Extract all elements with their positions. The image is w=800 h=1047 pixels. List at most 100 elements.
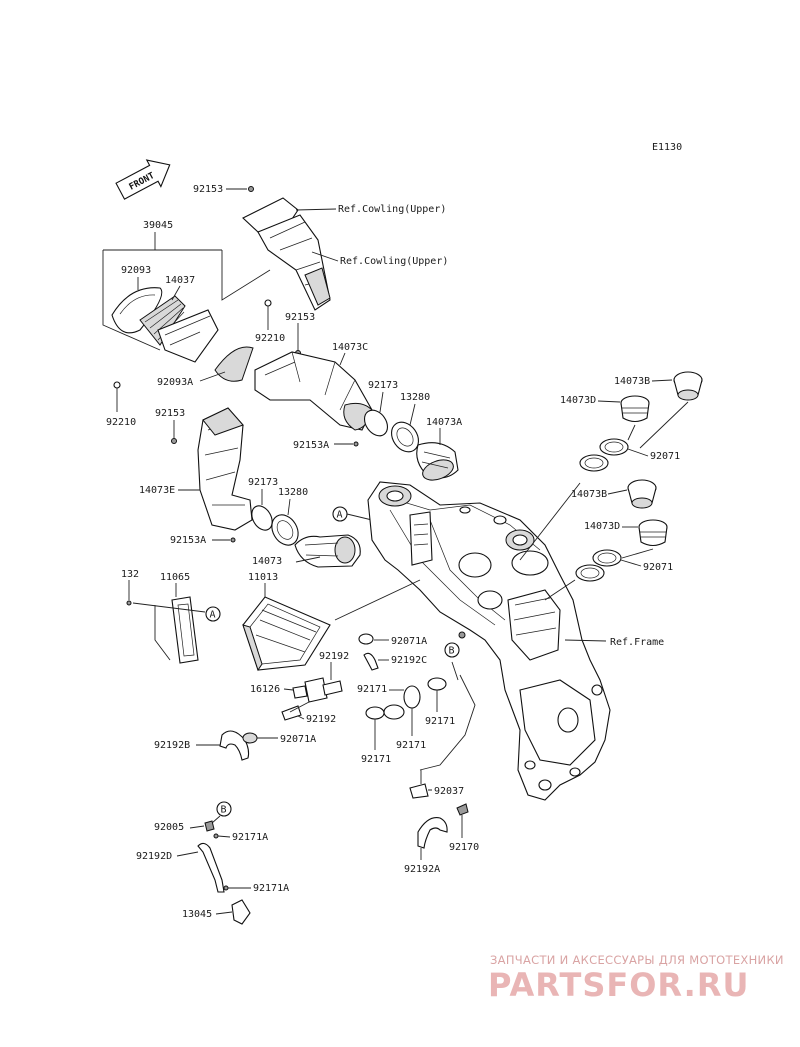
label-92171-c: 92171 xyxy=(396,740,426,751)
label-14073D-lower: 14073D xyxy=(584,521,620,532)
intake-screen-92093 xyxy=(111,287,163,334)
label-14073A: 14073A xyxy=(426,417,462,428)
ring-92071-lower xyxy=(575,549,622,582)
intake-housing xyxy=(157,309,219,363)
hose-92192-lower xyxy=(281,705,302,721)
label-92093A: 92093A xyxy=(157,377,193,388)
cowling-stay-bracket xyxy=(242,197,331,311)
label-92153A-right: 92153A xyxy=(293,440,329,451)
intake-mesh-14037 xyxy=(139,295,186,346)
label-92171-a: 92171 xyxy=(357,684,387,695)
label-14073: 14073 xyxy=(252,556,282,567)
hose-92192B xyxy=(219,730,250,761)
label-92037: 92037 xyxy=(434,786,464,797)
clip-92170 xyxy=(456,803,469,816)
ref-frame: Ref.Frame xyxy=(610,637,664,648)
label-11065: 11065 xyxy=(160,572,190,583)
marker-a-frame-label: A xyxy=(337,510,343,521)
label-92171A-lower: 92171A xyxy=(253,883,289,894)
watermark-logo: PARTSFOR.RU xyxy=(488,966,749,1004)
marker-b-frame-label: B xyxy=(449,646,455,657)
clip-92171A-lower xyxy=(223,885,229,891)
hose-92192A xyxy=(417,817,448,849)
label-92192-top: 92192 xyxy=(319,651,349,662)
duct-14073 xyxy=(294,534,361,568)
label-92192C: 92192C xyxy=(391,655,427,666)
label-14037: 14037 xyxy=(165,275,195,286)
label-92071A-left: 92071A xyxy=(280,734,316,745)
label-92005: 92005 xyxy=(154,822,184,833)
label-14073C: 14073C xyxy=(332,342,368,353)
clamp-92173-left xyxy=(251,505,273,531)
front-arrow-icon: FRONT xyxy=(115,159,171,200)
marker-b-hose-label: B xyxy=(221,805,227,816)
label-92192-lower: 92192 xyxy=(306,714,336,725)
screw-92153-left xyxy=(171,438,177,444)
label-92171-b: 92171 xyxy=(425,716,455,727)
duct-14073E xyxy=(197,407,253,531)
cap-92071A-left xyxy=(242,732,258,744)
label-92071-upper: 92071 xyxy=(650,451,680,462)
label-16126: 16126 xyxy=(250,684,280,695)
label-92192D: 92192D xyxy=(136,851,172,862)
funnel-14073D-lower xyxy=(638,519,668,547)
funnel-14073B-upper xyxy=(673,371,703,401)
watermark-tagline: ЗАПЧАСТИ И АКСЕССУАРЫ ДЛЯ МОТОТЕХНИКИ xyxy=(490,953,784,967)
funnel-14073D-upper xyxy=(620,395,650,423)
filter-cover-11065 xyxy=(171,596,199,664)
label-13280-right: 13280 xyxy=(400,392,430,403)
screw-92153A-right xyxy=(353,441,359,447)
label-14073B-lower: 14073B xyxy=(571,489,607,500)
hose-92192C xyxy=(363,652,379,671)
screw-132 xyxy=(126,600,132,606)
duct-14073C xyxy=(254,351,373,431)
screw-92210-right xyxy=(264,299,272,307)
label-92173-left: 92173 xyxy=(248,477,278,488)
label-92210-left: 92210 xyxy=(106,417,136,428)
clip-92171A-upper xyxy=(213,833,219,839)
label-92171A-upper: 92171A xyxy=(232,832,268,843)
label-92153-left: 92153 xyxy=(155,408,185,419)
label-13045: 13045 xyxy=(182,909,212,920)
duct-14073A xyxy=(416,442,459,481)
marker-b-hose xyxy=(216,801,232,817)
hose-92192D xyxy=(197,842,225,893)
label-39045: 39045 xyxy=(143,220,173,231)
label-92093: 92093 xyxy=(121,265,151,276)
funnel-14073B-lower xyxy=(627,479,657,509)
air-filter-11013 xyxy=(242,596,331,672)
label-92071A-right: 92071A xyxy=(391,636,427,647)
label-92210-right: 92210 xyxy=(255,333,285,344)
label-92153-top: 92153 xyxy=(193,184,223,195)
marker-b-frame xyxy=(444,642,460,658)
ref-cowling-upper-2: Ref.Cowling(Upper) xyxy=(340,256,448,267)
label-132: 132 xyxy=(121,569,139,580)
rubber-seal-92093A xyxy=(214,346,254,382)
label-92192A: 92192A xyxy=(404,864,440,875)
marker-a-filter-label: A xyxy=(210,610,216,621)
cap-92071A-right xyxy=(358,633,374,645)
bracket-39045 xyxy=(102,232,271,351)
marker-a-filter xyxy=(205,606,221,622)
connector-92037 xyxy=(409,783,429,799)
plug-92005 xyxy=(204,820,215,832)
label-92173-right: 92173 xyxy=(368,380,398,391)
label-92153-mid: 92153 xyxy=(285,312,315,323)
label-14073B-upper: 14073B xyxy=(614,376,650,387)
clamp-92173-right xyxy=(363,409,389,437)
ring-92071-upper xyxy=(579,438,629,472)
main-frame xyxy=(367,481,611,801)
screw-92153A-left xyxy=(230,537,236,543)
label-92170: 92170 xyxy=(449,842,479,853)
label-14073D-upper: 14073D xyxy=(560,395,596,406)
label-92153A-left: 92153A xyxy=(170,535,206,546)
valve-16126 xyxy=(292,677,343,703)
label-13280-left: 13280 xyxy=(278,487,308,498)
ref-cowling-upper-1: Ref.Cowling(Upper) xyxy=(338,204,446,215)
diagram-code: E1130 xyxy=(652,142,682,153)
label-11013: 11013 xyxy=(248,572,278,583)
label-92071-lower: 92071 xyxy=(643,562,673,573)
label-92192B: 92192B xyxy=(154,740,190,751)
screw-92210-left xyxy=(113,381,121,389)
